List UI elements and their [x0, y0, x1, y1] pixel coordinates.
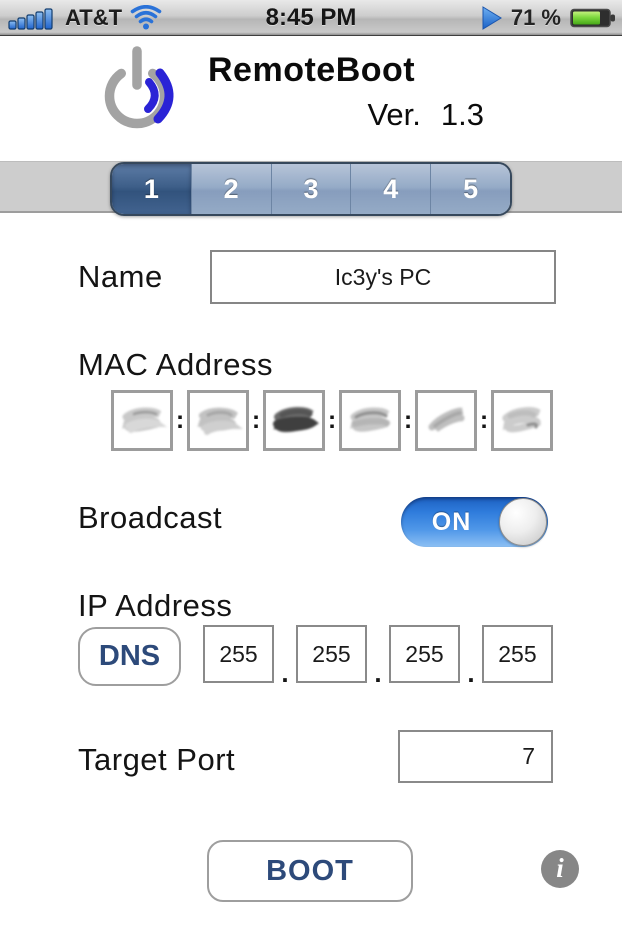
mac-separator: :	[251, 406, 261, 434]
redaction-scribble	[350, 407, 390, 432]
ip-address-row: 255 . 255 . 255 . 255	[203, 625, 553, 688]
play-icon	[482, 6, 502, 30]
mac-separator: :	[403, 406, 413, 434]
tab-1[interactable]: 1	[112, 164, 191, 214]
redaction-scribble	[197, 407, 244, 435]
tab-2[interactable]: 2	[190, 164, 271, 214]
ip-separator: .	[467, 658, 475, 688]
target-port-label: Target Port	[78, 742, 236, 777]
mac-octet-input-5[interactable]	[415, 390, 477, 451]
clock: 8:45 PM	[265, 4, 357, 31]
ip-octet-input-4[interactable]: 255	[481, 625, 553, 683]
redaction-scribble	[122, 407, 168, 433]
app-title: RemoteBoot	[208, 51, 416, 89]
ip-address-label: IP Address	[78, 588, 233, 623]
signal-strength-icon	[8, 8, 53, 30]
mac-octet-input-4[interactable]	[339, 390, 401, 451]
broadcast-label: Broadcast	[78, 500, 223, 535]
app-header: RemoteBoot Ver. 1.3	[0, 37, 622, 161]
wifi-icon	[130, 5, 162, 30]
ip-separator: .	[281, 658, 289, 688]
profile-tabs: 1 2 3 4 5	[110, 162, 512, 216]
version-number: 1.3	[440, 97, 484, 132]
version-line: Ver. 1.3	[208, 97, 484, 133]
battery-icon	[570, 8, 615, 28]
mac-octet-input-6[interactable]	[491, 390, 553, 451]
ip-separator: .	[374, 658, 382, 688]
ip-octet-input-3[interactable]: 255	[388, 625, 460, 683]
broadcast-toggle[interactable]: ON	[401, 497, 548, 547]
mac-separator: :	[479, 406, 489, 434]
version-label: Ver.	[367, 97, 421, 132]
mac-octet-input-2[interactable]	[187, 390, 249, 451]
boot-button[interactable]: BOOT	[207, 840, 413, 902]
status-bar-left: AT&T	[8, 0, 163, 36]
mac-octet-input-1[interactable]	[111, 390, 173, 451]
tab-3[interactable]: 3	[270, 164, 351, 214]
ip-octet-input-2[interactable]: 255	[295, 625, 367, 683]
target-port-input[interactable]: 7	[398, 730, 553, 783]
redaction-scribble	[502, 407, 541, 433]
mac-address-row: : : : :	[111, 390, 553, 451]
info-icon: i	[556, 852, 564, 883]
mac-separator: :	[175, 406, 185, 434]
tab-4[interactable]: 4	[350, 164, 431, 214]
ip-octet-input-1[interactable]: 255	[203, 625, 274, 683]
toggle-on-label: ON	[431, 507, 472, 536]
app-logo-power-icon	[104, 46, 174, 129]
dns-button[interactable]: DNS	[78, 627, 181, 686]
name-label: Name	[78, 259, 163, 294]
status-bar-right: 71 %	[482, 0, 616, 36]
redaction-scribble	[273, 407, 319, 433]
info-button[interactable]: i	[541, 850, 579, 888]
mac-separator: :	[327, 406, 337, 434]
toggle-knob[interactable]	[499, 498, 547, 546]
carrier-label: AT&T	[65, 5, 123, 30]
redaction-scribble	[428, 407, 465, 432]
name-input[interactable]: Ic3y's PC	[210, 250, 556, 304]
status-bar: AT&T 8:45 PM 71 %	[0, 0, 622, 36]
mac-octet-input-3[interactable]	[263, 390, 325, 451]
tab-5[interactable]: 5	[430, 164, 510, 214]
mac-address-label: MAC Address	[78, 347, 274, 382]
battery-percent-label: 71 %	[510, 5, 561, 30]
